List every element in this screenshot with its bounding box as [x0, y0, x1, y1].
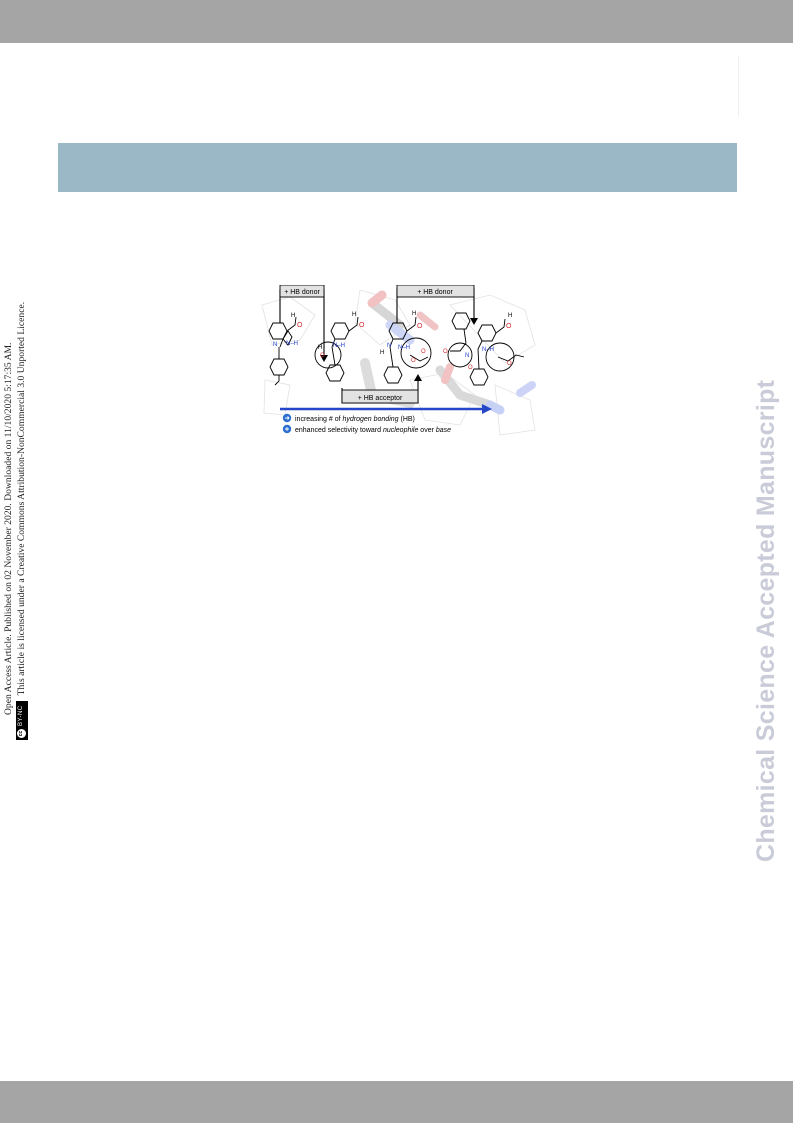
hb-donor-label-box-1: + HB donor	[279, 285, 325, 298]
hb-donor-arrowhead-1	[320, 355, 328, 362]
margin-rule	[738, 55, 739, 117]
legend-item-2: enhanced selectivity toward nucleophile …	[282, 424, 451, 434]
molecule-2-aldehyde-h: H	[352, 312, 356, 318]
hb-donor-label-box-2: + HB donor	[396, 285, 475, 298]
bottom-footer-band	[0, 1081, 793, 1123]
cc-icon: cc	[17, 729, 26, 738]
title-banner	[58, 143, 737, 192]
molecule-3-ester-o2: O	[421, 349, 426, 355]
molecule-3-ester-o1: O	[411, 358, 416, 364]
background-protein-lattice	[261, 289, 536, 436]
molecule-3-nh: N–H	[398, 345, 410, 351]
publication-notice-text: Open Access Article. Published on 02 Nov…	[3, 342, 14, 715]
cc-license-badge[interactable]: cc BY-NC	[15, 701, 28, 740]
increasing-hb-arrowhead	[482, 404, 492, 414]
toc-graphic: + HB donor + HB donor + HB acceptor O H …	[261, 285, 536, 436]
molecule-4-aldehyde-h: H	[508, 313, 512, 319]
molecule-1-n: N	[273, 342, 277, 348]
molecule-4-hb-circle-left	[447, 342, 473, 368]
legend-1-text-a: increasing # of	[295, 416, 342, 423]
molecule-4-nh: N–H	[482, 347, 494, 353]
molecule-3-n: N	[387, 343, 391, 349]
molecule-1-oxygen: O	[297, 322, 303, 329]
legend-2-text-b: nucleophile	[383, 427, 419, 434]
molecule-1-nh: N–H	[286, 341, 298, 347]
legend-2-text-a: enhanced selectivity toward	[295, 427, 383, 434]
hb-acceptor-label: + HB acceptor	[358, 395, 403, 402]
molecule-3-h: H	[380, 350, 384, 356]
molecule-2-hydroxyl-h: H	[318, 345, 322, 351]
molecule-1	[268, 316, 297, 386]
molecule-2-oxygen: O	[359, 322, 365, 329]
legend-2-text-d: base	[436, 427, 451, 434]
legend-2-text-c: over	[418, 427, 436, 434]
molecule-4-hydroxyl-o: O	[468, 365, 473, 371]
molecule-3	[383, 316, 429, 384]
molecule-2-hb-circle	[314, 341, 342, 369]
svg-text:enhanced selectivity toward nu: enhanced selectivity toward nucleophile …	[295, 427, 451, 434]
open-access-notice: Open Access Article. Published on 02 Nov…	[2, 180, 38, 740]
molecule-4	[450, 312, 525, 386]
hb-donor-label-1: + HB donor	[284, 289, 320, 296]
molecule-4-hb-circle-right	[485, 342, 515, 372]
top-header-band	[0, 0, 793, 43]
hb-donor-arrowhead-2	[470, 318, 478, 325]
molecule-3-oxygen: O	[417, 323, 423, 330]
license-notice-text[interactable]: This article is licensed under a Creativ…	[16, 301, 27, 696]
legend-item-1: increasing # of hydrogen bonding (HB)	[282, 413, 415, 423]
legend-1-text-c: (HB)	[399, 416, 415, 423]
legend-1-text-b: hydrogen bonding	[342, 416, 398, 423]
molecule-4-amide-o: O	[443, 349, 448, 355]
hb-acceptor-label-box: + HB acceptor	[341, 389, 419, 404]
journal-watermark: Chemical Science Accepted Manuscript	[752, 379, 780, 862]
molecule-4-n1: N	[465, 353, 469, 359]
hb-donor-label-2: + HB donor	[417, 289, 453, 296]
molecule-4-ester-o: O	[507, 361, 512, 367]
molecule-3-hb-circle	[400, 337, 432, 369]
molecule-3-aldehyde-h: H	[412, 311, 416, 317]
molecule-4-oxygen: O	[506, 323, 512, 330]
molecule-2-hydroxyl-o: O	[320, 353, 325, 359]
hb-acceptor-arrowhead	[414, 374, 422, 381]
molecule-2	[325, 316, 359, 382]
svg-text:increasing # of hydrogen bondi: increasing # of hydrogen bonding (HB)	[295, 416, 415, 423]
molecule-2-nh: N–H	[333, 343, 345, 349]
cc-by-nc-label: BY-NC	[18, 705, 24, 726]
molecule-1-aldehyde-h: H	[291, 313, 295, 319]
